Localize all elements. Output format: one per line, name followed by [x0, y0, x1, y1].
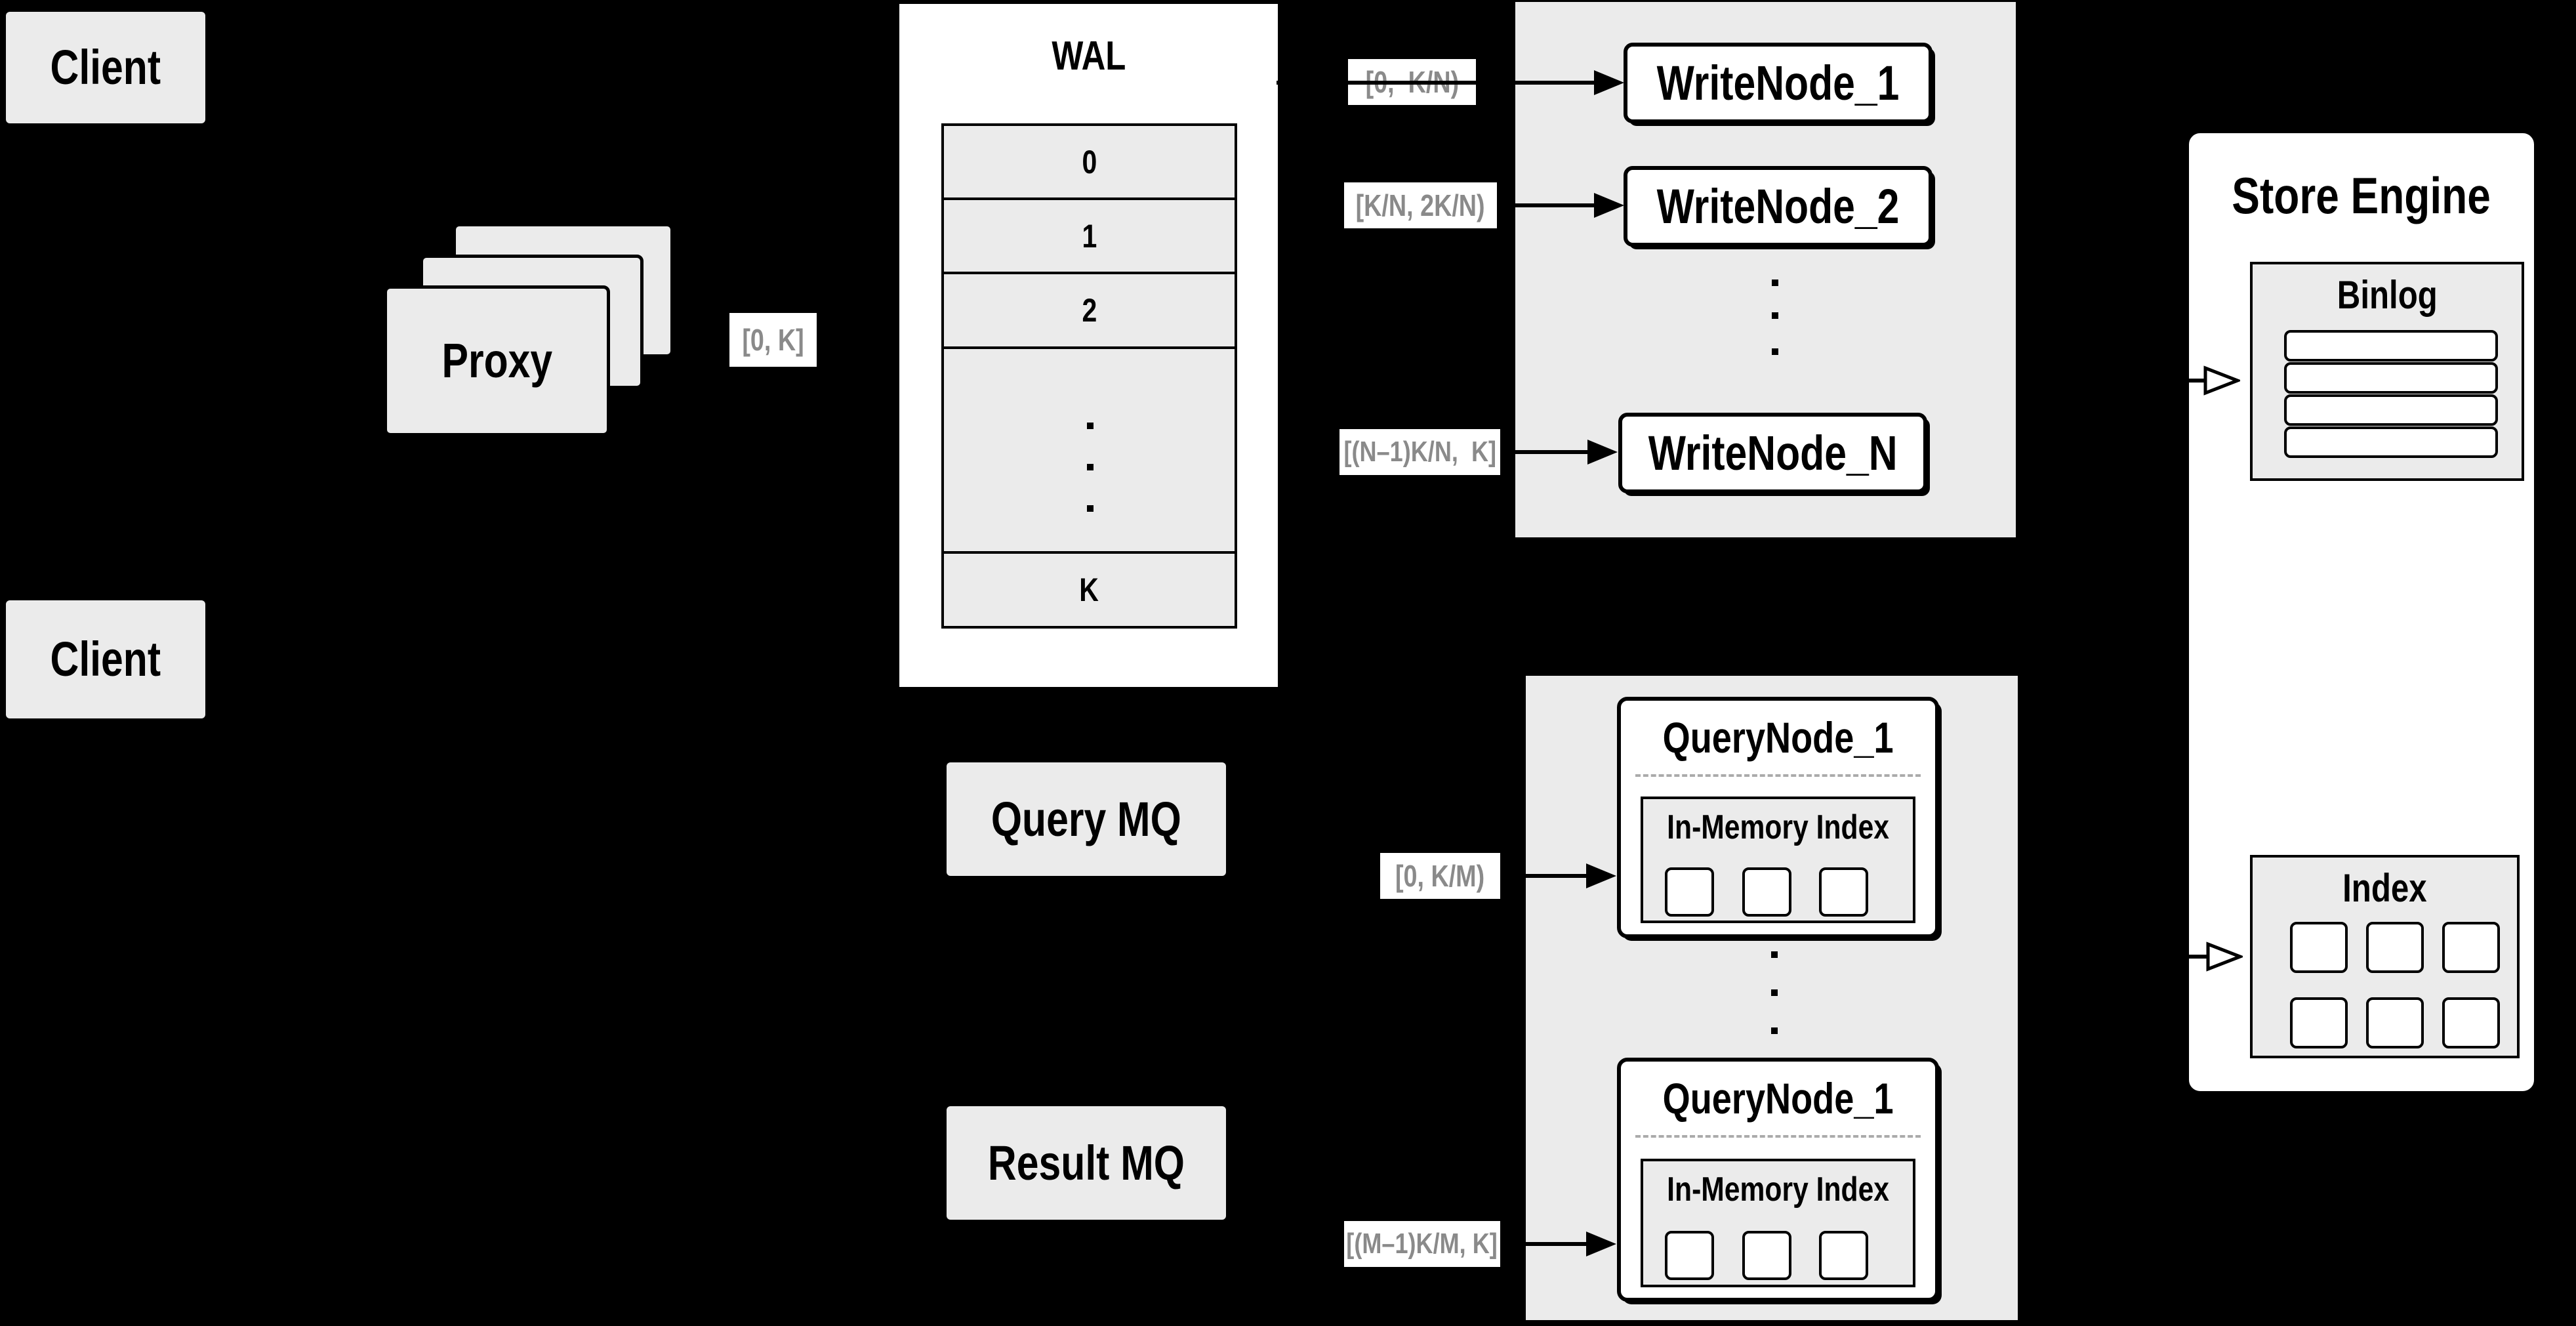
query-node-m-box: QueryNode_1 In-Memory Index: [1617, 1058, 1939, 1302]
result-mq-box: Result MQ: [947, 1106, 1226, 1220]
binlog-box: Binlog: [2250, 262, 2524, 481]
index-cell: [1742, 1231, 1791, 1280]
query-node-m-divider: [1635, 1135, 1921, 1138]
index-cell: [2290, 997, 2348, 1048]
proxy-box-front: Proxy: [384, 285, 610, 436]
client-top-label: Client: [50, 40, 161, 94]
ellipsis-dot: [1771, 989, 1778, 996]
binlog-row: [2284, 426, 2498, 458]
write-node-1-box: WriteNode_1: [1624, 43, 1932, 123]
proxy-label: Proxy: [441, 333, 552, 388]
index-cell: [1742, 867, 1791, 917]
flow-label-write-node-1: [0, K/N): [1348, 59, 1476, 105]
wal-row-k: K: [1079, 571, 1099, 608]
client-top-box: Client: [6, 12, 205, 123]
query-mq-label: Query MQ: [991, 791, 1181, 846]
index-cell: [2290, 922, 2348, 973]
flow-label-proxy-to-wal: [0, K]: [729, 313, 817, 367]
query-node-1-box: QueryNode_1 In-Memory Index: [1617, 697, 1939, 938]
write-node-n-box: WriteNode_N: [1618, 413, 1927, 493]
client-bottom-box: Client: [6, 600, 205, 718]
query-node-1-title-row: QueryNode_1: [1662, 713, 1894, 762]
store-index-title: Index: [2342, 866, 2427, 910]
binlog-row: [2284, 394, 2498, 426]
index-cell: [1665, 867, 1714, 917]
wal-row-1: 1: [944, 200, 1235, 274]
wal-segment-table: 0 1 2 K: [941, 123, 1237, 629]
ellipsis-dot: [1087, 505, 1094, 512]
query-node-1-divider: [1635, 774, 1921, 777]
store-engine-title: Store Engine: [2232, 167, 2491, 224]
index-cell: [1819, 867, 1868, 917]
ellipsis-dot: [1771, 1027, 1778, 1034]
store-engine-box: Store Engine Binlog Index: [2187, 131, 2536, 1093]
wal-container: WAL 0 1 2 K: [897, 2, 1280, 689]
wal-row-0: 0: [944, 126, 1235, 200]
index-cell: [1819, 1231, 1868, 1280]
ellipsis-dot: [1772, 312, 1778, 319]
binlog-title: Binlog: [2337, 273, 2438, 317]
ellipsis-dot: [1772, 280, 1778, 286]
flow-label-write-node-2: [K/N, 2K/N): [1344, 182, 1497, 228]
ellipsis-dot: [1087, 464, 1094, 470]
write-node-2-box: WriteNode_2: [1624, 166, 1932, 247]
index-cell: [2442, 997, 2500, 1048]
ellipsis-dot: [1771, 951, 1778, 958]
query-node-1-inmemory-box: In-Memory Index: [1641, 797, 1915, 923]
wal-title: WAL: [1052, 33, 1126, 79]
query-node-m-title-row: QueryNode_1: [1662, 1074, 1894, 1123]
ellipsis-dot: [1087, 423, 1094, 429]
wal-row-2: 2: [944, 274, 1235, 349]
store-engine-title-row: Store Engine: [2189, 166, 2534, 225]
result-mq-label: Result MQ: [987, 1135, 1185, 1190]
index-cell: [2366, 997, 2424, 1048]
index-cell: [2366, 922, 2424, 973]
query-node-m-inmemory-box: In-Memory Index: [1641, 1159, 1915, 1287]
ellipsis-dot: [1772, 348, 1778, 355]
binlog-row: [2284, 362, 2498, 394]
store-index-box: Index: [2250, 855, 2520, 1058]
index-cell: [1665, 1231, 1714, 1280]
query-mq-box: Query MQ: [947, 762, 1226, 876]
flow-label-query-node-1: [0, K/M): [1380, 853, 1500, 899]
client-bottom-label: Client: [50, 632, 161, 686]
query-nodes-container: QueryNode_1 In-Memory Index QueryNode_1: [1526, 676, 2018, 1320]
flow-label-query-node-m: [(M–1)K/M, K]: [1344, 1221, 1500, 1267]
wal-row-ellipsis: [944, 349, 1235, 554]
index-cell: [2442, 922, 2500, 973]
wal-title-row: WAL: [899, 27, 1278, 86]
binlog-row: [2284, 330, 2498, 362]
write-nodes-container: WriteNode_1 WriteNode_2 WriteNode_N: [1515, 2, 2016, 537]
flow-label-write-node-n: [(N–1)K/N, K]: [1339, 429, 1500, 475]
